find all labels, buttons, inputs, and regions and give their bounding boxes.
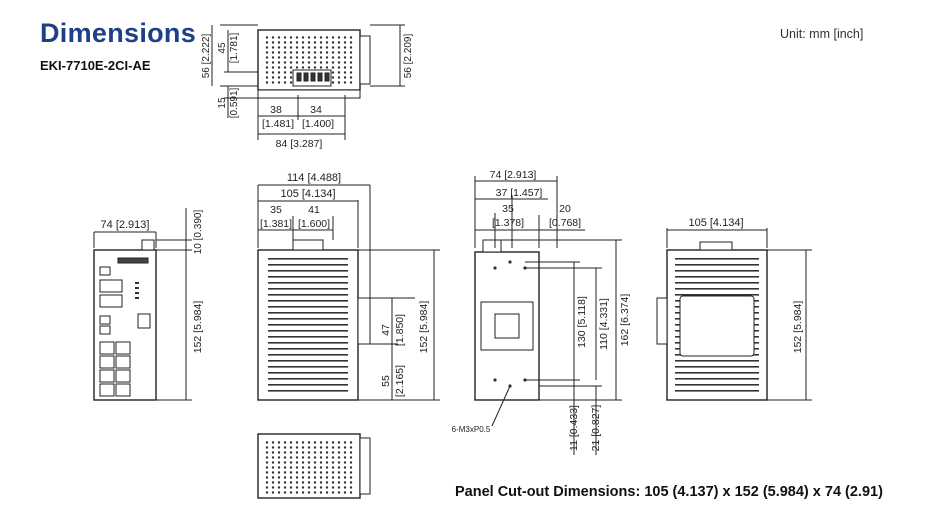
top-view-w34-inch-label: [1.400] (302, 118, 334, 130)
front-view-logo (117, 257, 149, 264)
front-view-terminal (141, 239, 155, 251)
back-side-view-width-label: 105 [4.134] (688, 217, 743, 229)
front-view-sfp (99, 279, 123, 308)
rear-view-w20-label: 20 (559, 203, 571, 215)
rear-view-w20-inch-label: [0.768] (549, 217, 581, 229)
front-view (93, 208, 192, 401)
side-view-terminal (292, 239, 324, 251)
page-title: Dimensions (40, 18, 197, 48)
panel-cutout-dimensions: Panel Cut-out Dimensions: 105 (4.137) x … (455, 484, 883, 500)
rear-view-h130-label: 130 [5.118] (576, 296, 588, 348)
side-view-din-clip (357, 297, 371, 345)
side-view-h47-label: 47 (380, 324, 392, 336)
front-view-ports (99, 266, 151, 397)
side-view-w35-label: 35 (270, 204, 282, 216)
screw-callout-label: 6-M3xP0.5 (452, 425, 491, 434)
back-side-view-height-label: 152 [5.984] (792, 301, 804, 354)
front-view-top-gap-label: 10 [0.390] (193, 210, 204, 255)
front-view-height-label: 152 [5.984] (192, 301, 204, 354)
side-view-height-label: 152 [5.984] (418, 301, 430, 354)
bottom-view-vent (265, 440, 353, 494)
rear-view (474, 176, 622, 455)
side-view-total-width-label: 114 [4.488] (287, 172, 341, 184)
top-view-din-clip (359, 35, 371, 85)
front-view-width-label: 74 [2.913] (101, 219, 150, 231)
top-view-h15-inch-label: [0.591] (229, 87, 240, 118)
top-view-right-height-label: 56 [2.209] (403, 34, 414, 79)
side-view (257, 184, 440, 401)
rear-view-h110-label: 110 [4.331] (598, 298, 610, 350)
side-view-h47-inch-label: [1.850] (394, 314, 406, 346)
rear-view-w35-label: 35 (502, 203, 514, 215)
top-view-h45-inch-label: [1.781] (229, 32, 240, 63)
side-view-w35-inch-label: [1.381] (260, 218, 292, 230)
rear-view-w37-label: 37 [1.457] (496, 187, 543, 199)
top-view-h15-label: 15 (217, 97, 228, 109)
rear-view-h21-label: 21 [0.827] (590, 405, 602, 452)
top-view-w38-inch-label: [1.481] (262, 118, 294, 130)
rear-view-terminal (482, 239, 502, 253)
side-view-w41-label: 41 (308, 204, 320, 216)
top-view (211, 24, 405, 140)
bottom-view (257, 433, 371, 499)
top-view-w38-label: 38 (270, 104, 282, 116)
front-view-leds (135, 282, 139, 299)
side-view-h55-label: 55 (380, 375, 392, 387)
unit-label: Unit: mm [inch] (780, 27, 864, 41)
back-side-view-label-plate (679, 295, 755, 357)
rear-view-width-label: 74 [2.913] (490, 169, 537, 181)
back-side-view-din-clip (656, 297, 668, 345)
side-view-h55-inch-label: [2.165] (394, 365, 406, 397)
top-view-h45-label: 45 (217, 42, 228, 54)
rear-view-w35-inch-label: [1.378] (492, 217, 524, 229)
top-view-height-label: 56 [2.222] (201, 34, 212, 79)
rear-view-h162-label: 162 [6.374] (619, 294, 631, 347)
top-view-w34-label: 34 (310, 104, 322, 116)
top-view-total-width-label: 84 [3.287] (276, 138, 323, 150)
top-view-front-lip (257, 89, 361, 99)
back-side-view (656, 228, 812, 401)
din-rail-slot (494, 313, 520, 339)
side-view-w41-inch-label: [1.600] (298, 218, 330, 230)
side-view-fins (268, 256, 348, 394)
back-side-view-terminal (699, 241, 733, 251)
bottom-view-din-clip (359, 437, 371, 495)
side-view-mid-width-label: 105 [4.134] (280, 188, 335, 200)
model-number: EKI-7710E-2CI-AE (40, 58, 151, 73)
terminal-pins (296, 72, 330, 82)
rear-view-h11-label: 11 [0.433] (568, 405, 580, 451)
